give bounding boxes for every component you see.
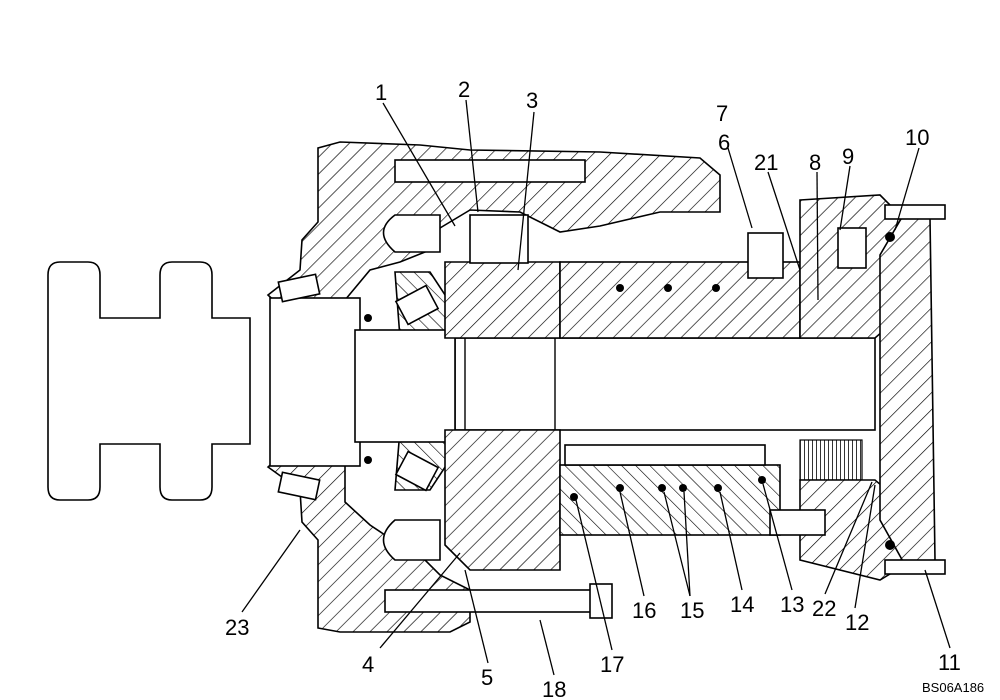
callout-7: 7: [716, 101, 728, 126]
callout-14: 14: [730, 592, 754, 617]
callout-22: 22: [812, 596, 836, 621]
callout-12: 12: [845, 610, 869, 635]
drive-flange: [47, 261, 251, 501]
callout-23: 23: [225, 615, 249, 640]
callout-leaders: [241, 99, 951, 676]
callout-2: 2: [458, 77, 470, 102]
tapered-roller-bearings: [277, 214, 867, 501]
housing-bolts: [384, 159, 826, 619]
callout-5: 5: [481, 665, 493, 690]
brake-cover: [799, 194, 946, 581]
callout-18: 18: [542, 677, 566, 700]
spindle-shaft: [269, 297, 876, 467]
callout-6: 6: [718, 130, 730, 155]
callout-4: 4: [362, 652, 374, 677]
figure-code: BS06A186: [922, 680, 984, 695]
callout-17: 17: [600, 652, 624, 677]
callout-16: 16: [632, 598, 656, 623]
callout-1: 1: [375, 80, 387, 105]
seal-rings: [364, 232, 895, 550]
rotating-group: [444, 261, 801, 571]
callout-15: 15: [680, 598, 704, 623]
callout-13: 13: [780, 592, 804, 617]
callout-3: 3: [526, 88, 538, 113]
callout-8: 8: [809, 150, 821, 175]
callout-11: 11: [938, 650, 961, 675]
callout-10: 10: [905, 125, 929, 150]
callout-9: 9: [842, 144, 854, 169]
callout-labels: 1 2 3 4 5 6 7 8 9 10 11 12 13 14 15 16 1…: [225, 77, 984, 700]
callout-21: 21: [754, 150, 778, 175]
